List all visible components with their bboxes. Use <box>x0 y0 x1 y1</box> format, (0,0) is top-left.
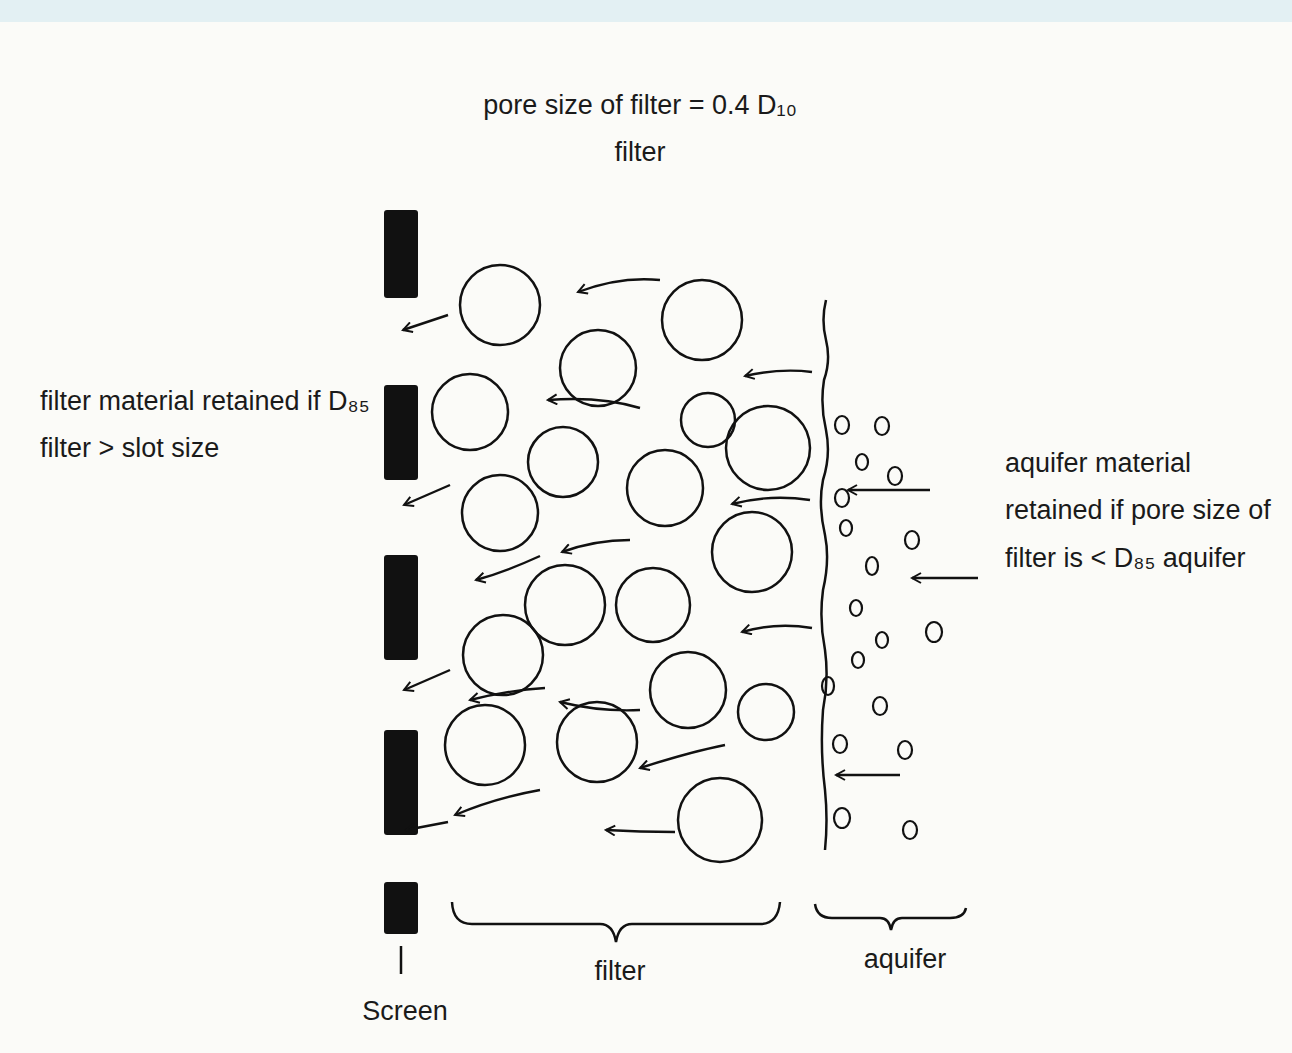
flow-arrow <box>476 556 540 580</box>
retention-note: aquifer material retained if pore size o… <box>1005 440 1275 582</box>
filter-grain <box>726 406 810 490</box>
filter-grain <box>662 280 742 360</box>
flow-arrow <box>406 822 448 830</box>
filter-grain <box>712 512 792 592</box>
flow-arrow <box>732 498 810 504</box>
retention-note: filter material retained if D₈₅ filter >… <box>40 378 370 473</box>
filter-grain <box>557 702 637 782</box>
flow-arrow <box>912 577 978 579</box>
filter-grain <box>460 265 540 345</box>
formula-note: pore size of filter = 0.4 D₁₀ filter <box>465 82 815 177</box>
flow-arrow <box>562 540 630 552</box>
flow-arrow <box>403 315 448 330</box>
flow-arrow <box>742 626 812 632</box>
part-name: Screen <box>340 988 470 1035</box>
aquifer-grain <box>876 632 888 648</box>
screen-bar <box>384 385 418 480</box>
aquifer-grain <box>888 467 902 485</box>
flow-arrow <box>848 489 930 491</box>
filter-grain <box>463 615 543 695</box>
aquifer-grain <box>898 741 912 759</box>
aquifer-bracket <box>815 904 966 930</box>
aquifer-grains <box>822 416 942 839</box>
flow-arrow <box>470 688 545 700</box>
aquifer-grain <box>822 677 834 695</box>
aquifer-grain <box>866 557 878 575</box>
screen-bar <box>384 730 418 835</box>
screen-bars <box>384 210 418 934</box>
flow-arrow <box>836 774 900 776</box>
filter-grain <box>616 568 690 642</box>
filter-grains <box>432 265 810 862</box>
flow-arrow <box>606 830 675 832</box>
flow-arrow <box>404 670 450 690</box>
aquifer-grain <box>875 417 889 435</box>
aquifer-grain <box>834 808 850 828</box>
aquifer-grain <box>835 416 849 434</box>
filter-grain <box>678 778 762 862</box>
filter-grain <box>560 330 636 406</box>
filter-aquifer-boundary <box>821 300 828 850</box>
screen-bar <box>384 882 418 934</box>
aquifer-grain <box>835 489 849 507</box>
filter-grain <box>445 705 525 785</box>
aquifer-grain <box>850 600 862 616</box>
aquifer-grain <box>852 652 864 668</box>
flow-arrow <box>548 399 640 408</box>
aquifer-grain <box>856 454 868 470</box>
flow-arrow <box>578 279 660 292</box>
filter-grain <box>462 475 538 551</box>
aquifer-grain <box>873 697 887 715</box>
screen-leader <box>400 946 403 974</box>
filter-grain <box>650 652 726 728</box>
aquifer-grain <box>833 735 847 753</box>
part-name: filter <box>545 948 695 995</box>
part-name: aquifer <box>820 936 990 983</box>
flow-arrow <box>455 790 540 815</box>
filter-grain <box>738 684 794 740</box>
top-band <box>0 0 1292 22</box>
aquifer-grain <box>905 531 919 549</box>
screen-bar <box>384 555 418 660</box>
filter-grain <box>627 450 703 526</box>
flow-arrow <box>745 371 812 376</box>
filter-bracket <box>452 902 780 942</box>
flow-arrow <box>404 485 450 505</box>
aquifer-grain <box>926 622 942 642</box>
flow-arrows <box>403 279 978 832</box>
filter-grain <box>528 427 598 497</box>
aquifer-grain <box>903 821 917 839</box>
flow-arrow <box>560 702 640 710</box>
filter-grain <box>432 374 508 450</box>
flow-arrow <box>640 745 725 768</box>
screen-bar <box>384 210 418 298</box>
aquifer-grain <box>840 520 852 536</box>
